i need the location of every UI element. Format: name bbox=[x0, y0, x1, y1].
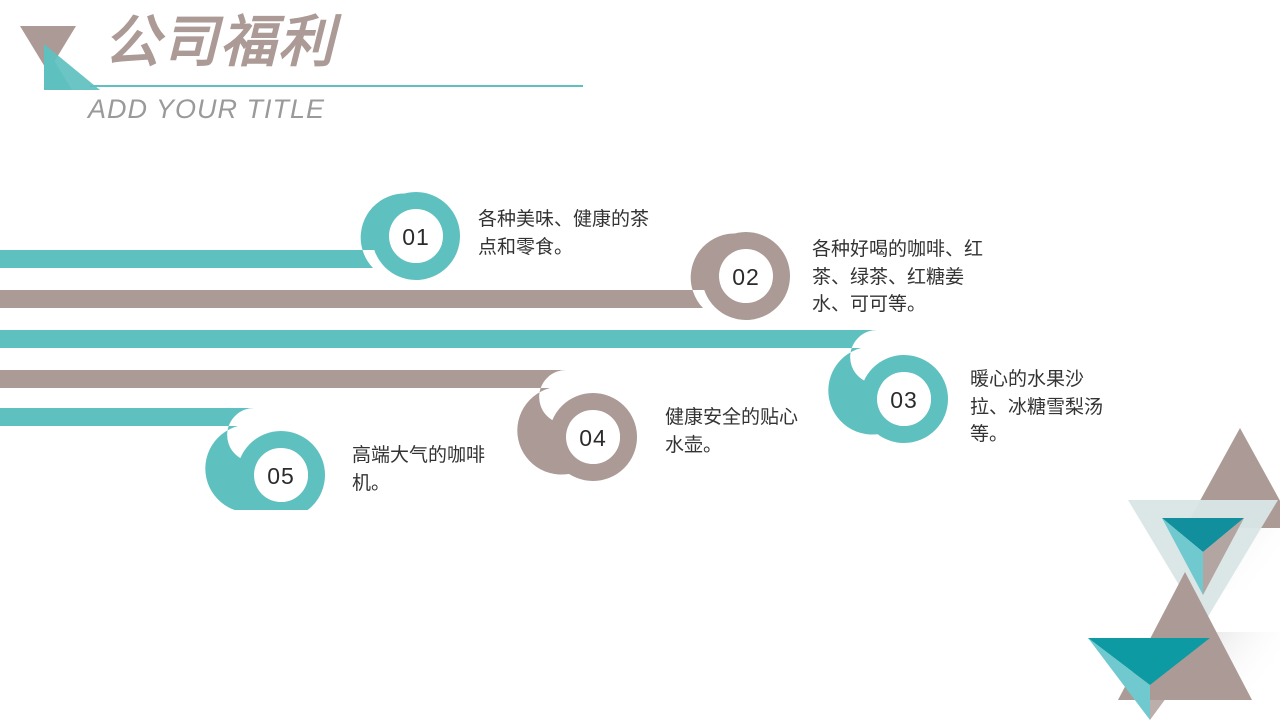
triangle-cluster-decoration bbox=[1040, 400, 1280, 720]
step-ring-3 bbox=[860, 355, 948, 443]
step-description-3: 暖心的水果沙拉、冰糖雪梨汤等。 bbox=[970, 368, 1104, 446]
slide-header: 公司福利 ADD YOUR TITLE bbox=[0, 0, 1280, 150]
step-number-4: 04 bbox=[579, 425, 607, 451]
ribbon-track-5 bbox=[0, 407, 294, 510]
step-number-5: 05 bbox=[267, 463, 295, 489]
deco-pyramid-bottom-light bbox=[1088, 638, 1150, 720]
step-description-2: 各种好喝的咖啡、红茶、绿茶、红糖姜水、可可等。 bbox=[812, 238, 984, 316]
deco-pyramid-bottom-shadow bbox=[1150, 638, 1210, 720]
deco-pyramid-top-dark bbox=[1162, 518, 1244, 552]
step-description-1: 各种美味、健康的茶点和零食。 bbox=[478, 208, 650, 258]
step-disc-4 bbox=[566, 410, 620, 464]
double-triangle-logo-icon bbox=[14, 22, 100, 94]
ribbon-track-2 bbox=[0, 233, 779, 321]
step-ring-2 bbox=[702, 232, 790, 320]
deco-pyramid-bottom-dark bbox=[1088, 638, 1210, 685]
step-description-5: 高端大气的咖啡机。 bbox=[352, 444, 486, 494]
step-disc-3 bbox=[877, 372, 931, 426]
ribbon-track-1 bbox=[0, 193, 449, 281]
step-ring-5 bbox=[237, 431, 325, 510]
step-number-3: 03 bbox=[890, 387, 918, 413]
deco-pyramid-top-light bbox=[1162, 518, 1203, 595]
page-title: 公司福利 bbox=[104, 10, 336, 73]
title-underline bbox=[90, 85, 583, 87]
process-ribbon-diagram: 01 02 03 04 05 各种美味、健康的茶点和零食。 各种好喝的咖啡、红茶… bbox=[0, 170, 1280, 510]
step-ring-4 bbox=[549, 393, 637, 481]
ribbon-track-4 bbox=[0, 369, 606, 475]
step-number-1: 01 bbox=[402, 224, 430, 250]
step-description-4: 健康安全的贴心水壶。 bbox=[665, 406, 799, 456]
step-number-2: 02 bbox=[732, 264, 760, 290]
ribbon-track-3 bbox=[0, 329, 917, 435]
step-disc-1 bbox=[389, 209, 443, 263]
deco-pyramid-top-shadow bbox=[1203, 518, 1244, 595]
step-disc-2 bbox=[719, 249, 773, 303]
page-subtitle: ADD YOUR TITLE bbox=[88, 94, 326, 124]
step-ring-1 bbox=[372, 192, 460, 280]
step-disc-5 bbox=[254, 448, 308, 502]
